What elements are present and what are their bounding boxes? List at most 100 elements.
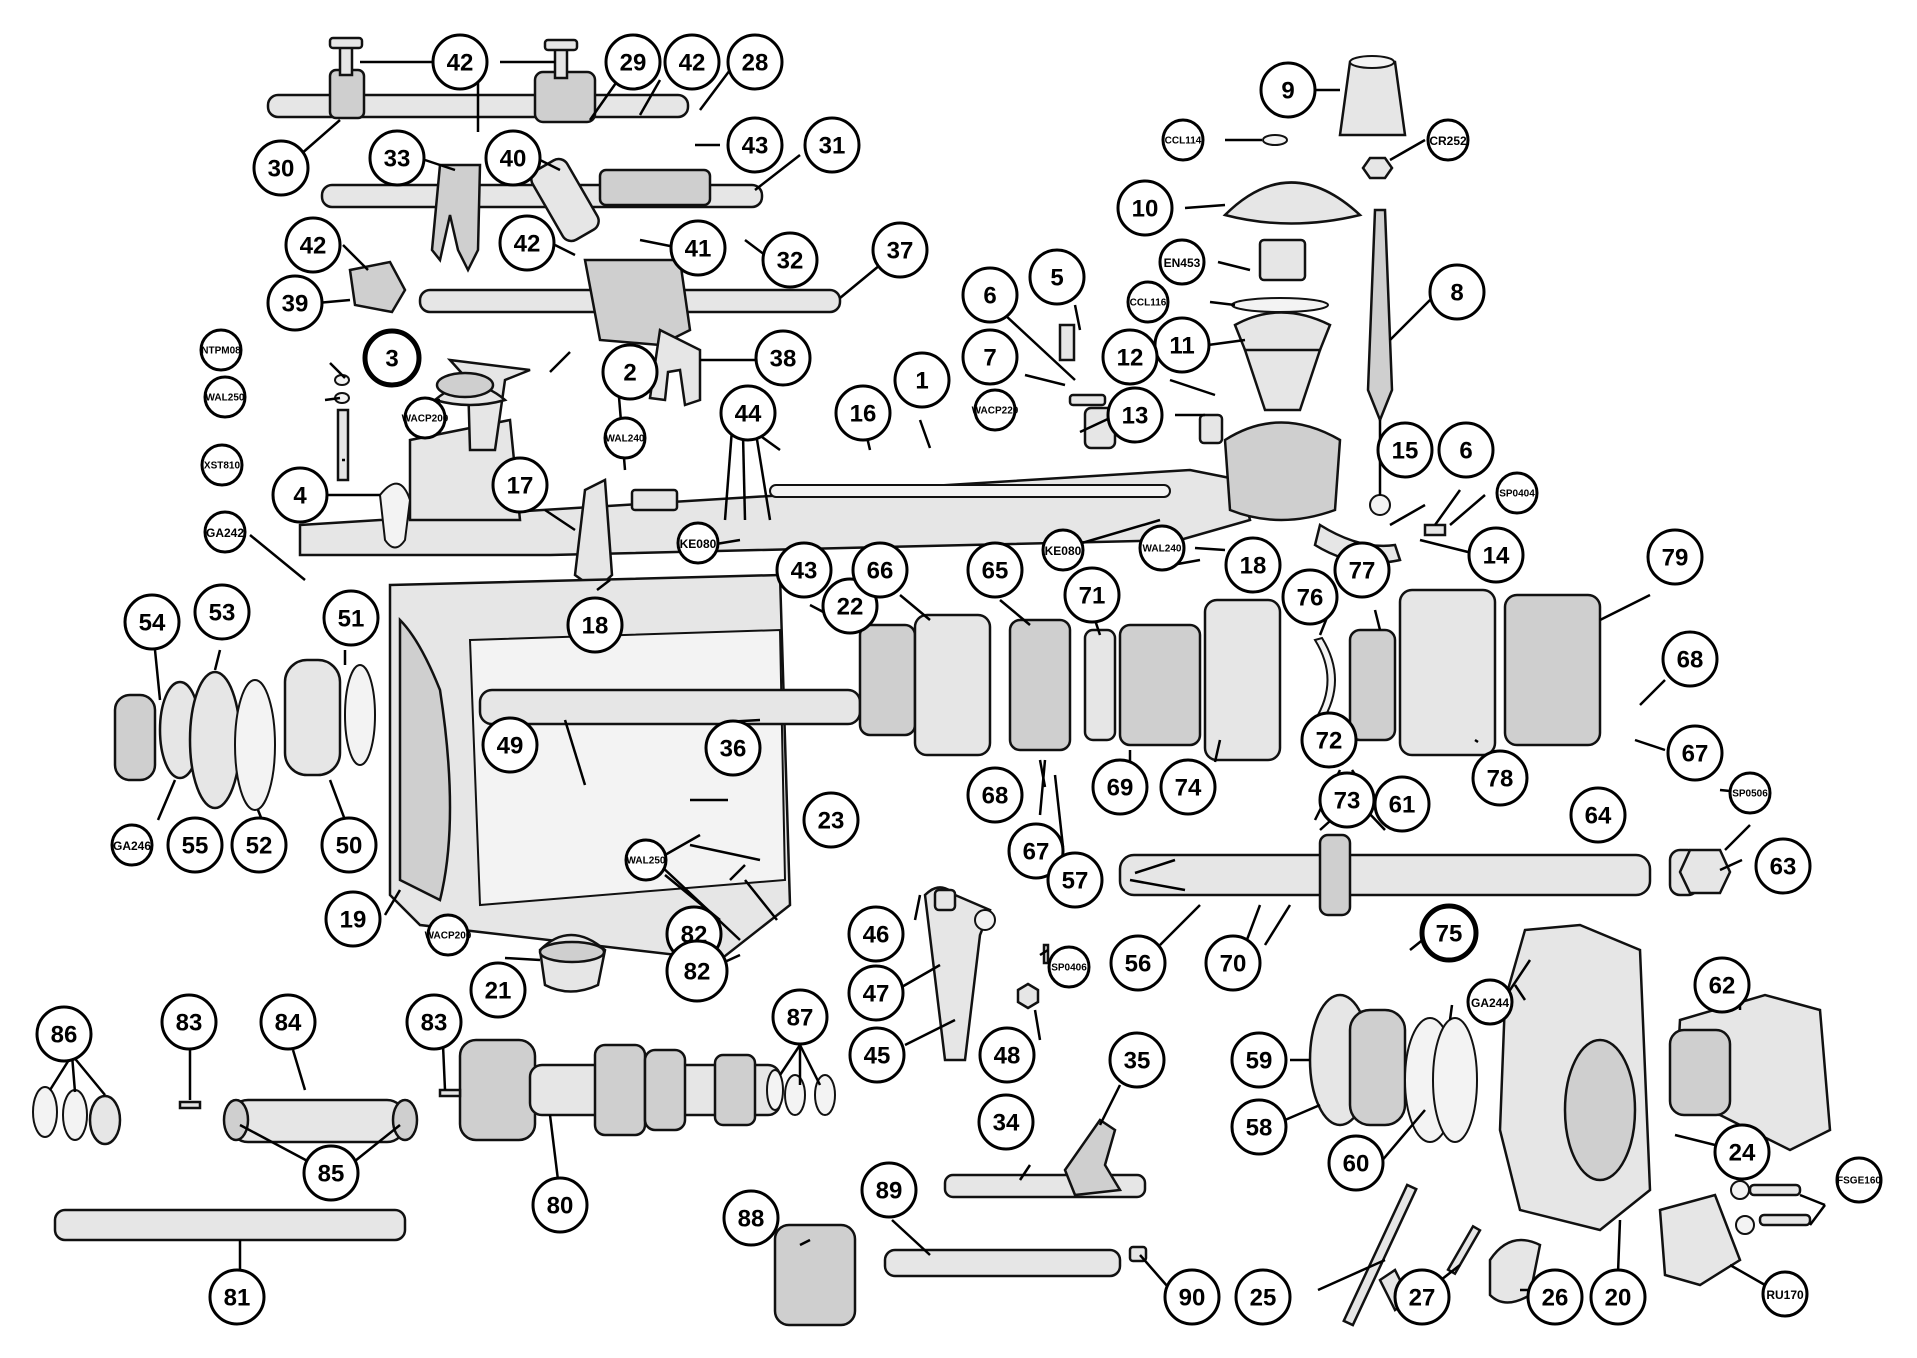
callout-circle (1101, 328, 1159, 386)
callout-label: 70 (1220, 951, 1247, 978)
callout-label: 29 (620, 50, 647, 77)
callout-18: 18 (566, 596, 624, 654)
callout-25: 25 (1234, 1268, 1292, 1326)
callout-circle (1376, 421, 1434, 479)
callout-label: 78 (1487, 766, 1514, 793)
callout-86: 86 (35, 1005, 93, 1063)
callout-label: 56 (1125, 951, 1152, 978)
callout-circle (966, 766, 1024, 824)
callout-circle (1126, 280, 1170, 324)
callout-40: 40 (484, 129, 542, 187)
callout-GA244: GA244 (1466, 978, 1514, 1026)
reverse-idler (773, 1223, 1148, 1327)
callout-circle (491, 456, 549, 514)
callout-label: 6 (983, 283, 996, 310)
callout-circle (834, 384, 892, 442)
callout-34: 34 (977, 1093, 1035, 1151)
callout-label: 23 (818, 808, 845, 835)
callout-label: 40 (500, 146, 527, 173)
callout-38: 38 (754, 329, 812, 387)
callout-83: 83 (160, 993, 218, 1051)
callout-label: 8 (1450, 280, 1463, 307)
callout-circle (403, 396, 447, 440)
callout-label: 10 (1132, 196, 1159, 223)
callout-circle (1109, 934, 1167, 992)
callout-circle (531, 1176, 589, 1234)
callout-29: 29 (604, 33, 662, 91)
callout-circle (719, 384, 777, 442)
callout-label: 14 (1483, 543, 1510, 570)
mounting-bracket (1658, 1180, 1812, 1287)
callout-21: 21 (469, 961, 527, 1019)
callout-76: 76 (1281, 568, 1339, 626)
callout-circle (961, 328, 1019, 386)
laygear-cluster (438, 1038, 836, 1142)
callout-circle (498, 214, 556, 272)
callout-label: 4 (293, 483, 307, 510)
callout-circle (1393, 1268, 1451, 1326)
callout-circle (1159, 758, 1217, 816)
callout-RU170: RU170 (1761, 1270, 1809, 1318)
callout-circle (426, 913, 470, 957)
callout-circle (200, 443, 244, 487)
callout-label: 13 (1122, 403, 1149, 430)
callout-27: 27 (1393, 1268, 1451, 1326)
callout-circle (203, 510, 247, 554)
callout-label: 67 (1682, 741, 1709, 768)
callout-label: 1 (915, 368, 928, 395)
callout-label: WACP220 (972, 406, 1019, 417)
callout-circle (669, 219, 727, 277)
callout-5: 5 (1028, 248, 1086, 306)
callout-label: 18 (582, 613, 609, 640)
callout-circle (1108, 1031, 1166, 1089)
callout-circle (704, 719, 762, 777)
callout-circle (1693, 956, 1751, 1014)
callout-68: 68 (1661, 630, 1719, 688)
callout-circle (722, 1189, 780, 1247)
callout-label: 15 (1392, 438, 1419, 465)
callout-54: 54 (123, 593, 181, 651)
callout-label: 32 (777, 248, 804, 275)
callout-36: 36 (704, 719, 762, 777)
callout-label: 19 (340, 907, 367, 934)
callout-circle (160, 993, 218, 1051)
callout-6: 6 (961, 266, 1019, 324)
callout-label: 71 (1079, 583, 1106, 610)
callout-label: 90 (1179, 1285, 1206, 1312)
callout-circle (761, 231, 819, 289)
callout-circle (1230, 1031, 1288, 1089)
callout-label: 55 (182, 833, 209, 860)
callout-circle (1028, 248, 1086, 306)
callout-label: 42 (679, 50, 706, 77)
callout-label: 83 (421, 1010, 448, 1037)
callout-82: 82 (665, 939, 729, 1003)
callout-18: 18 (1224, 536, 1282, 594)
callout-label: GA244 (1471, 996, 1509, 1010)
callout-56: 56 (1109, 934, 1167, 992)
callout-label: 57 (1062, 868, 1089, 895)
callout-label: 50 (336, 833, 363, 860)
callout-circle (469, 961, 527, 1019)
callout-WAL250: WAL250 (624, 838, 668, 882)
callout-11: 11 (1153, 316, 1211, 374)
callout-circle (110, 823, 154, 867)
callout-circle (368, 129, 426, 187)
callout-33: 33 (368, 129, 426, 187)
callout-label: 5 (1050, 265, 1063, 292)
callout-EN453: EN453 (1158, 238, 1206, 286)
callout-circle (271, 466, 329, 524)
callout-KE080: KE080 (1041, 528, 1085, 572)
callout-label: 83 (176, 1010, 203, 1037)
callout-label: 43 (742, 133, 769, 160)
reverse-levers (923, 886, 1050, 1062)
callout-label: 26 (1542, 1285, 1569, 1312)
callout-circle (230, 816, 288, 874)
callout-label: 84 (275, 1010, 302, 1037)
callout-67: 67 (1666, 724, 1724, 782)
callout-circle (871, 221, 929, 279)
callout-circle (1835, 1156, 1883, 1204)
callout-39: 39 (266, 274, 324, 332)
callout-1: 1 (893, 351, 951, 409)
input-shaft-assembly (478, 588, 1602, 762)
callout-circle (1106, 386, 1164, 444)
